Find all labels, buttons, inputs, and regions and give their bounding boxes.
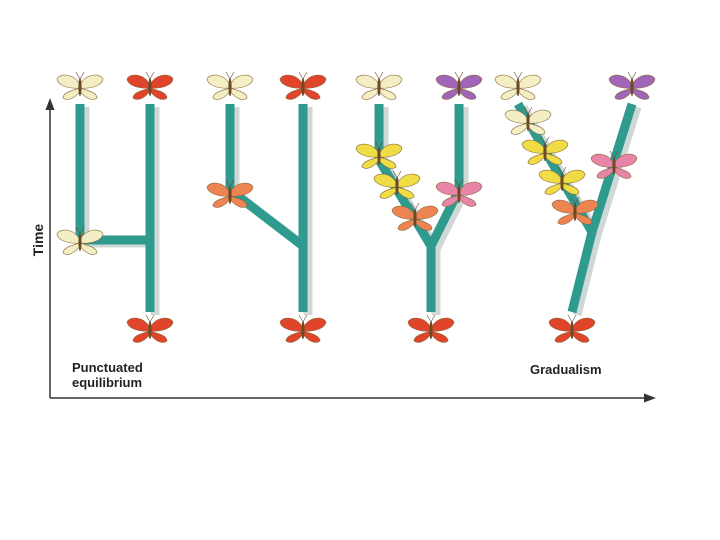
branch-segment <box>379 160 431 246</box>
butterfly-icon <box>408 315 454 342</box>
punctuated-label-line1: Punctuated <box>72 360 143 375</box>
branch-segment <box>230 190 303 246</box>
gradualism-label: Gradualism <box>530 362 602 377</box>
butterfly-icon <box>374 171 420 198</box>
butterfly-icon <box>436 72 482 99</box>
butterfly-icon <box>280 315 326 342</box>
butterfly-icon <box>609 72 655 99</box>
butterfly-icon <box>280 72 326 99</box>
butterfly-icon <box>57 72 103 99</box>
punctuated-label-line2: equilibrium <box>72 375 143 390</box>
y-axis-label: Time <box>30 224 46 256</box>
butterfly-icon <box>549 315 595 342</box>
butterfly-icon <box>127 315 173 342</box>
punctuated-equilibrium-label: Punctuated equilibrium <box>72 360 143 390</box>
butterfly-icon <box>495 72 541 99</box>
butterfly-icon <box>127 72 173 99</box>
branches <box>80 104 637 315</box>
butterfly-icon <box>207 72 253 99</box>
butterfly-icon <box>356 72 402 99</box>
